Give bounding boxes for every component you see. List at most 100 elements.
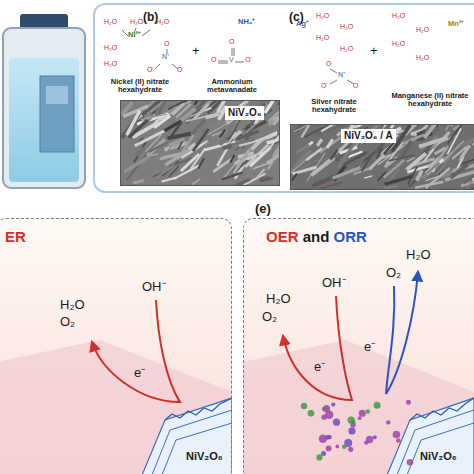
chem-label: NH₄⁺	[238, 18, 255, 27]
chem-label: e⁻	[314, 360, 325, 375]
compound-name: Nickel (II) nitrate hexahydrate	[92, 78, 188, 95]
sem-flake	[124, 157, 148, 172]
sem-flake	[187, 107, 202, 124]
sem-flake	[198, 158, 204, 168]
chem-label: O₂	[60, 315, 75, 330]
sem-box: NiV₂O₆ / A	[290, 124, 474, 190]
ion-dot	[308, 410, 315, 417]
sem-flake	[271, 161, 280, 167]
ion-dot	[407, 459, 414, 466]
chem-label: e⁻	[364, 340, 375, 355]
sem-flake	[472, 171, 474, 180]
art-line	[330, 69, 337, 73]
sem-box: NiV₂O₆	[120, 100, 280, 186]
chem-label: e⁻	[134, 366, 145, 381]
ion-dot	[319, 435, 327, 443]
art-line	[232, 48, 233, 56]
art-line	[235, 62, 244, 63]
bond-lines	[122, 28, 354, 84]
chem-label: H₂O	[316, 34, 329, 42]
heading-word: ORR	[334, 228, 367, 245]
compound-name: Silver nitrate hexahydrate	[294, 98, 374, 115]
sem-flake	[424, 124, 440, 138]
art-line	[218, 63, 228, 64]
ion-dot	[386, 420, 390, 424]
ion-dot	[366, 436, 373, 443]
sem-flake	[192, 179, 200, 184]
sem-flake	[296, 145, 309, 153]
sem-flake	[306, 148, 322, 160]
sem-flake	[388, 155, 414, 161]
ion-dot	[393, 431, 401, 439]
chem-label: OH⁻	[142, 280, 166, 295]
chem-label: H₂O	[130, 18, 143, 26]
art-polygon	[140, 398, 232, 474]
chem-label: NiV₂O₆	[420, 450, 457, 463]
electrode-window	[46, 86, 68, 104]
sem-flake	[156, 165, 174, 178]
sem-flake	[461, 136, 474, 146]
sem-flake	[385, 185, 398, 188]
sem-flake	[206, 114, 219, 117]
sem-flake	[419, 138, 448, 147]
chem-label: H₂O	[340, 23, 353, 31]
sem-flake	[129, 120, 148, 138]
chem-label: +	[370, 44, 378, 59]
art-rect	[0, 218, 232, 474]
sem-flake	[464, 169, 474, 184]
ion-dot	[359, 410, 366, 417]
art-polygon	[0, 340, 232, 474]
chem-label: H₂O	[340, 45, 353, 53]
art-rect	[243, 218, 474, 474]
sem-flake	[338, 142, 355, 168]
chem-label: O	[326, 60, 331, 68]
sem-flake	[236, 179, 250, 185]
ion-dot	[374, 402, 381, 409]
sem-flake	[230, 129, 236, 138]
chem-label: O	[177, 66, 182, 74]
sem-flake	[317, 139, 322, 146]
chem-label: H₂O	[104, 18, 117, 26]
sem-flake	[121, 148, 132, 163]
sem-flake	[462, 158, 474, 164]
electrode	[40, 76, 74, 152]
art-path	[386, 272, 418, 394]
ion-dot	[351, 419, 356, 424]
sem-flake	[192, 120, 205, 134]
chem-label: O	[164, 40, 169, 48]
ion-dot	[335, 444, 339, 448]
ion-dot	[342, 444, 347, 449]
battery-case	[3, 28, 85, 188]
chem-label: H₂O	[392, 40, 405, 48]
chem-label: Mn²⁺	[448, 20, 464, 29]
art-line	[218, 61, 228, 62]
sem-flake	[408, 167, 418, 185]
heading-word: OER	[266, 228, 299, 245]
heading-word: and	[303, 228, 330, 245]
chem-label: H₂O	[416, 54, 429, 62]
chem-label: N⁺	[338, 71, 345, 79]
oer-scene	[0, 218, 232, 474]
sem-texture	[290, 124, 474, 190]
chem-label: O⁻	[147, 66, 154, 74]
art-path	[283, 296, 352, 400]
electrolyte	[9, 58, 79, 182]
sem-flake	[193, 129, 209, 151]
sem-flake	[246, 119, 263, 132]
art-line	[330, 80, 337, 84]
sem-flake	[260, 178, 273, 181]
ion-dot	[331, 402, 335, 406]
chem-label: H₂O	[406, 248, 431, 263]
sem-flake	[273, 114, 280, 125]
sem-flake	[292, 173, 297, 180]
panel-heading: OER and ORR	[266, 228, 367, 245]
ion-dot	[406, 400, 411, 405]
sem-flake	[369, 155, 384, 170]
chem-label: O	[211, 56, 216, 64]
sem-flake	[384, 160, 404, 178]
ion-dot	[316, 454, 322, 460]
chem-label: H₂O	[316, 12, 329, 20]
chem-label: O⁻	[245, 56, 252, 64]
